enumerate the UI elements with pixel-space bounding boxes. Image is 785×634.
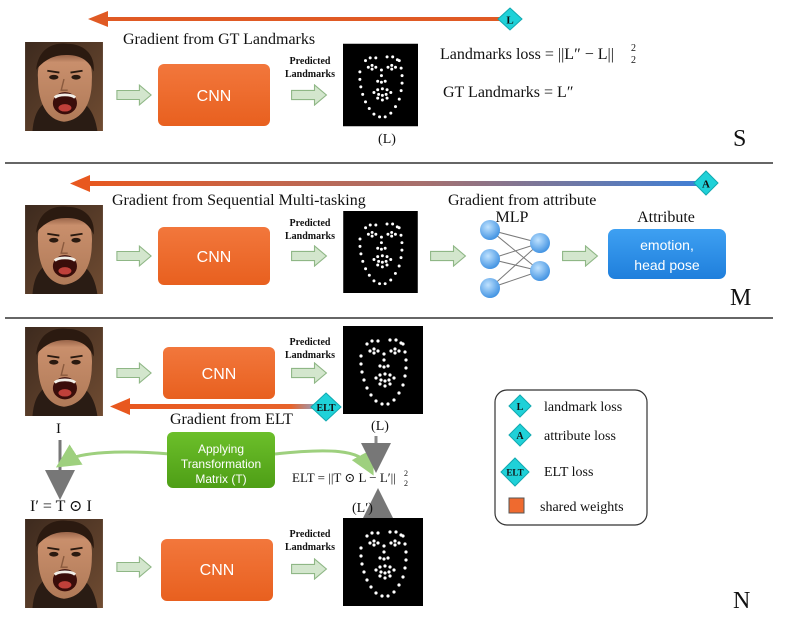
legend-item-attribute: A attribute loss bbox=[508, 423, 616, 447]
gt-landmarks-formula: GT Landmarks = L″ bbox=[443, 84, 573, 101]
legend-label: landmark loss bbox=[544, 400, 622, 415]
attribute-gradient-label: Gradient from attribute bbox=[448, 192, 596, 209]
legend-item-landmark: L landmark loss bbox=[508, 394, 622, 418]
legend-item-elt: ELT ELT loss bbox=[500, 457, 593, 487]
section-letter-m: M bbox=[730, 285, 751, 311]
loss-subscript: 2 bbox=[631, 55, 636, 66]
mlp-label: MLP bbox=[496, 209, 529, 226]
predicted-label-line2: Landmarks bbox=[285, 69, 335, 80]
input-face-image bbox=[23, 327, 105, 416]
legend-badge: A bbox=[516, 431, 524, 442]
legend: L landmark loss A attribute loss ELT ELT… bbox=[494, 389, 648, 526]
legend-label: ELT loss bbox=[544, 465, 593, 480]
badge-elt-text: ELT bbox=[316, 403, 335, 414]
flow-arrow-icon bbox=[561, 245, 599, 267]
flow-arrow-icon bbox=[116, 362, 152, 384]
badge-l-diamond-icon: L bbox=[497, 7, 523, 31]
predicted-label-line1: Predicted bbox=[290, 56, 331, 67]
section-letter-s: S bbox=[733, 126, 746, 152]
landmarks-image bbox=[343, 326, 423, 414]
mlp-network-icon bbox=[480, 220, 550, 298]
flow-arrow-icon bbox=[116, 245, 152, 267]
elt-gradient-arrow bbox=[110, 398, 320, 415]
transformed-label: I′ = T ⊙ I bbox=[30, 498, 92, 515]
diamond-icon bbox=[508, 394, 532, 418]
cnn-label: CNN bbox=[200, 562, 235, 579]
badge-a-diamond-icon: A bbox=[693, 170, 719, 196]
elt-formula: ELT = ||T ⊙ L − L′|| bbox=[292, 470, 396, 485]
gt-gradient-arrow bbox=[88, 11, 506, 27]
cnn-block bbox=[163, 347, 275, 399]
transform-arrow-right bbox=[274, 448, 374, 476]
attribute-title: Attribute bbox=[637, 209, 695, 226]
input-label: I bbox=[56, 421, 61, 437]
predicted-label-line2: Landmarks bbox=[285, 231, 335, 242]
transform-arrow-left bbox=[55, 444, 171, 468]
legend-box bbox=[494, 389, 648, 526]
transform-block bbox=[167, 432, 275, 488]
landmarks-image bbox=[343, 518, 423, 606]
landmark-caption: (L) bbox=[378, 132, 396, 147]
flow-arrow-icon bbox=[291, 84, 327, 106]
flow-arrow-icon bbox=[116, 556, 152, 578]
cnn-label: CNN bbox=[202, 366, 237, 383]
predicted-label-line1: Predicted bbox=[290, 218, 331, 229]
transformed-face-image bbox=[23, 519, 105, 608]
attribute-line2: head pose bbox=[634, 257, 700, 273]
attribute-line1: emotion, bbox=[640, 237, 694, 253]
elt-gradient-label: Gradient from ELT bbox=[170, 411, 293, 428]
elt-superscript: 2 bbox=[404, 469, 408, 478]
flow-arrow-icon bbox=[116, 84, 152, 106]
panel-n: CNN Predicted Landmarks ELT Gradient fro… bbox=[23, 326, 750, 614]
multitask-gradient-arrow bbox=[70, 175, 700, 192]
landmarks-image bbox=[343, 43, 418, 127]
landmark-caption-bottom: (L′) bbox=[352, 501, 373, 516]
predicted-label-line1: Predicted bbox=[290, 337, 331, 348]
transform-line1: Applying bbox=[198, 442, 244, 456]
panel-m: A Gradient from Sequential Multi-tasking… bbox=[23, 170, 751, 311]
gt-gradient-label: Gradient from GT Landmarks bbox=[123, 31, 315, 48]
cnn-label: CNN bbox=[197, 88, 232, 105]
flow-arrow-icon bbox=[291, 362, 327, 384]
legend-badge: ELT bbox=[506, 468, 523, 478]
predicted-label-line1: Predicted bbox=[290, 529, 331, 540]
legend-label: attribute loss bbox=[544, 429, 616, 444]
input-face-image bbox=[23, 205, 105, 294]
landmarks-loss-formula: Landmarks loss = ||L″ − L|| bbox=[440, 46, 614, 63]
flow-arrow-icon bbox=[291, 558, 327, 580]
badge-elt-diamond-icon: ELT bbox=[310, 392, 342, 422]
flow-arrow-icon bbox=[429, 245, 467, 267]
legend-item-shared-weights: shared weights bbox=[508, 497, 624, 515]
transform-line3: Matrix (T) bbox=[195, 472, 246, 486]
badge-a-text: A bbox=[702, 179, 710, 191]
legend-badge: L bbox=[517, 402, 524, 413]
section-letter-n: N bbox=[733, 588, 750, 614]
cnn-block bbox=[158, 227, 270, 285]
elt-subscript: 2 bbox=[404, 479, 408, 488]
landmarks-image bbox=[343, 211, 418, 293]
flow-arrow-icon bbox=[291, 245, 327, 267]
legend-label: shared weights bbox=[540, 500, 624, 515]
badge-l-text: L bbox=[506, 15, 513, 27]
transform-line2: Transformation bbox=[181, 457, 261, 471]
panel-s: L Gradient from GT Landmarks CNN Predict… bbox=[23, 7, 746, 152]
predicted-label-line2: Landmarks bbox=[285, 542, 335, 553]
multitask-gradient-label: Gradient from Sequential Multi-tasking bbox=[112, 192, 366, 209]
landmark-caption-top: (L) bbox=[371, 419, 389, 434]
cnn-label: CNN bbox=[197, 249, 232, 266]
predicted-label-line2: Landmarks bbox=[285, 350, 335, 361]
loss-superscript: 2 bbox=[631, 43, 636, 54]
diamond-icon bbox=[500, 457, 530, 487]
cnn-block bbox=[158, 64, 270, 126]
attribute-block bbox=[608, 229, 726, 279]
cnn-block bbox=[161, 539, 273, 601]
diamond-icon bbox=[508, 423, 532, 447]
orange-square-icon bbox=[508, 497, 525, 514]
input-face-image bbox=[23, 42, 105, 131]
